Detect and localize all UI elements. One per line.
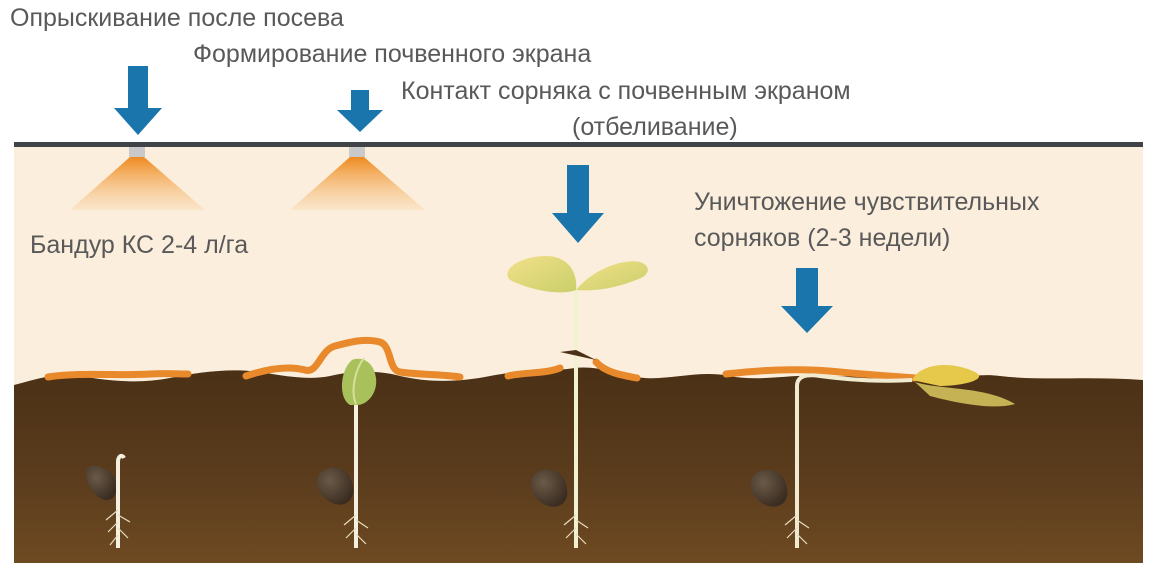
arrow-down-icon bbox=[337, 90, 383, 132]
seedling-3 bbox=[507, 256, 648, 548]
spray-nozzle-2 bbox=[290, 147, 425, 210]
soil-screen-3b bbox=[592, 358, 641, 382]
label-weed-contact: Контакт сорняка с почвенным экраном bbox=[401, 77, 851, 105]
label-weed-kill-duration: сорняков (2-3 недели) bbox=[694, 224, 951, 252]
soil-screen-3a bbox=[504, 364, 564, 380]
arrow-down-icon bbox=[552, 165, 604, 243]
seedling-1 bbox=[85, 453, 131, 548]
soil-layer bbox=[14, 367, 1143, 563]
soil-screen-4 bbox=[722, 366, 919, 382]
soil-screen-1 bbox=[44, 370, 192, 381]
spray-nozzle-1 bbox=[70, 147, 205, 210]
label-product-rate: Бандур КС 2-4 л/га bbox=[30, 231, 249, 259]
label-weed-contact-bleaching: (отбеливание) bbox=[572, 113, 738, 141]
seedling-4 bbox=[750, 365, 1015, 548]
arrow-down-icon bbox=[114, 66, 162, 135]
seedling-2 bbox=[316, 357, 377, 548]
label-spray-after-sowing: Опрыскивание после посева bbox=[10, 4, 344, 32]
arrow-down-icon bbox=[781, 268, 833, 333]
label-soil-screen-forming: Формирование почвенного экрана bbox=[193, 40, 592, 68]
label-weed-kill: Уничтожение чувствительных bbox=[694, 188, 1040, 216]
soil-screen-2 bbox=[242, 336, 464, 381]
sprayer-boom-line bbox=[14, 142, 1143, 147]
